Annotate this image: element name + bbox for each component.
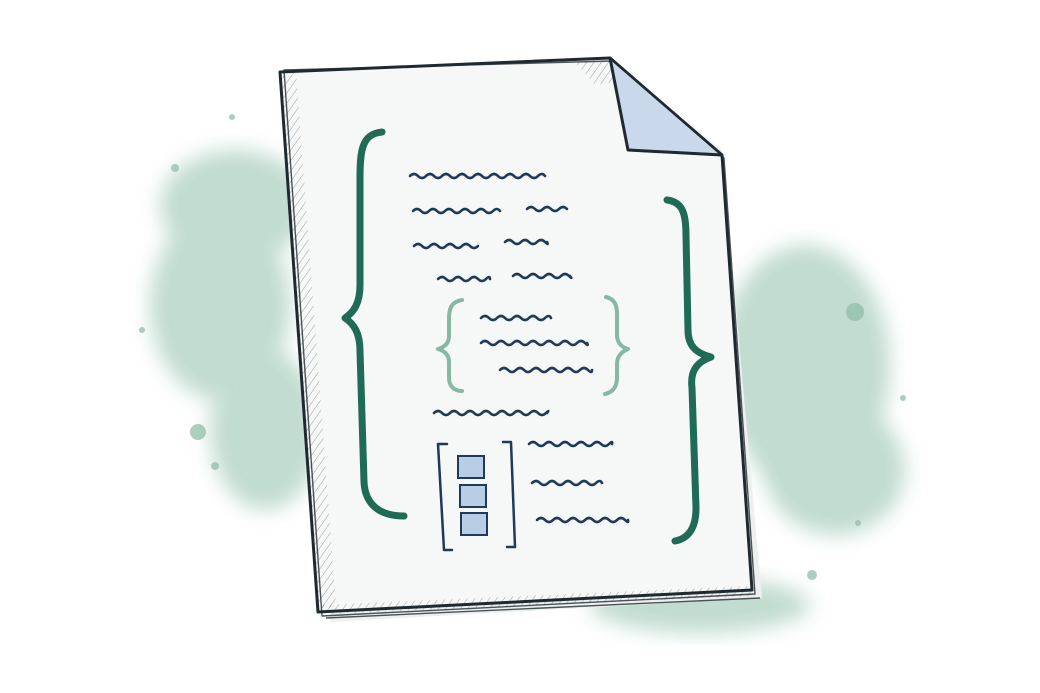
array-item-square (460, 512, 488, 536)
scribble-line (432, 409, 550, 417)
document-icon (278, 56, 762, 622)
scribble-line (479, 314, 553, 322)
curly-brace-icon (341, 128, 715, 545)
scribble-line (498, 366, 594, 374)
scribble-line (511, 272, 573, 280)
scribble-line (503, 238, 549, 246)
scribble-line (436, 275, 492, 283)
scribble-line (412, 242, 480, 250)
square-bracket-icon (436, 440, 517, 552)
inner-curly-brace-icon (436, 295, 630, 396)
scribble-line (527, 440, 614, 448)
scribble-line (525, 205, 569, 213)
scribble-line (479, 339, 589, 347)
watercolor-wash (139, 114, 906, 633)
scribble-line (530, 479, 604, 487)
array-item-square (457, 455, 485, 479)
text-scribbles (408, 172, 630, 524)
scribble-line (408, 172, 547, 180)
array-item-square (459, 484, 487, 508)
scribble-line (535, 516, 630, 524)
scribble-line (411, 207, 502, 215)
